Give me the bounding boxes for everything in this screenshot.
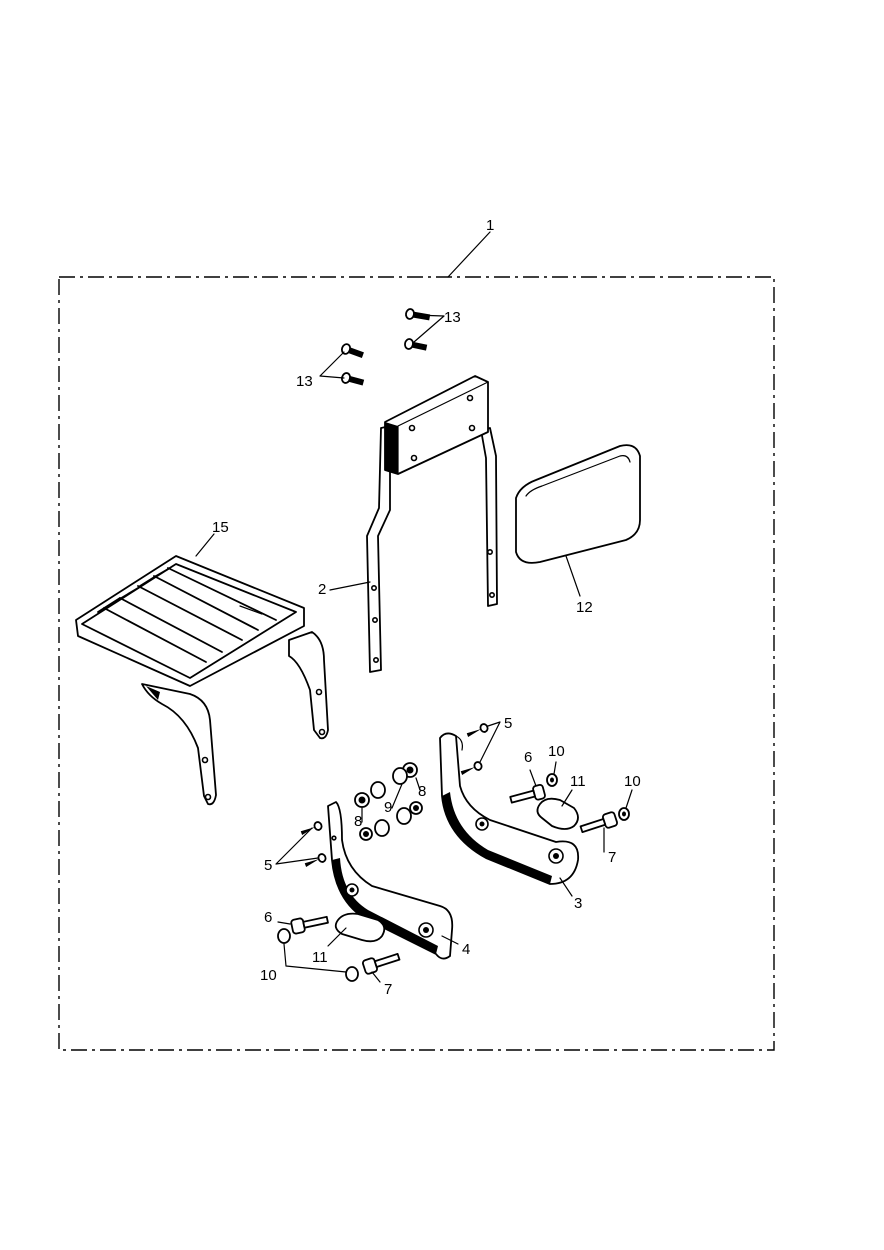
nuts-8	[354, 762, 423, 841]
screws-13	[340, 308, 431, 386]
callout-11-left: 11	[312, 949, 328, 966]
screws-5	[300, 723, 489, 867]
callout-4: 4	[462, 941, 470, 958]
bolts-7	[362, 811, 618, 975]
callout-5-right: 5	[504, 715, 512, 732]
callout-3: 3	[574, 895, 582, 912]
backrest-pad-part	[515, 444, 641, 564]
bolts-6	[290, 783, 546, 935]
callout-8-right: 8	[418, 783, 426, 800]
callout-13-left: 13	[296, 373, 313, 390]
leader-lines	[195, 231, 633, 983]
luggage-rack-part	[75, 555, 329, 806]
callout-7-left: 7	[384, 981, 392, 998]
callout-12: 12	[576, 599, 593, 616]
rubber-pads-11	[334, 797, 579, 943]
spacers-9	[370, 767, 412, 837]
left-side-bracket-part	[327, 801, 454, 960]
callout-6-right: 6	[524, 749, 532, 766]
callout-11-right: 11	[570, 773, 586, 790]
callout-1: 1	[486, 217, 494, 234]
callout-13-top: 13	[444, 309, 461, 326]
backrest-frame-part	[366, 375, 498, 673]
callout-9: 9	[384, 799, 392, 816]
callout-7-right: 7	[608, 849, 616, 866]
callout-6-left: 6	[264, 909, 272, 926]
right-side-bracket-part	[439, 732, 579, 885]
kit-boundary-frame	[58, 276, 775, 1051]
callout-15: 15	[212, 519, 229, 536]
callout-10-top-left: 10	[548, 743, 565, 760]
callout-10-bottom: 10	[260, 967, 277, 984]
washers-10	[277, 773, 630, 982]
callout-labels: 1 2 3 4 5 5 6 6 7 7 8 8 9 10 10 10 11 11…	[212, 217, 641, 998]
callout-2: 2	[318, 581, 326, 598]
callout-5-left: 5	[264, 857, 272, 874]
callout-8-left: 8	[354, 813, 362, 830]
callout-10-top-right: 10	[624, 773, 641, 790]
